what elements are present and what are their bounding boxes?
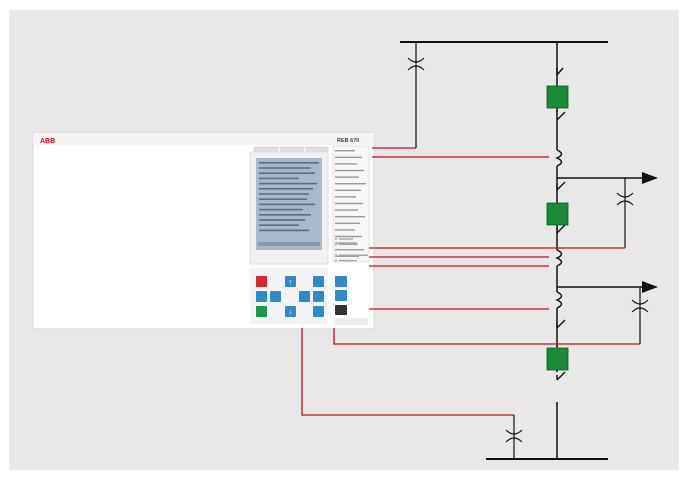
lcd-text-line (259, 214, 311, 216)
reset-key[interactable] (335, 276, 347, 287)
ied-device: ABB REB 670 ↑ ↓ (32, 132, 375, 330)
disconnector-3 (556, 181, 566, 191)
indicator-label (335, 222, 360, 224)
led-label (339, 259, 357, 262)
lcd-text-line (259, 177, 299, 180)
up-arrow-icon: ↑ (289, 279, 293, 286)
disconnector-5 (556, 319, 566, 329)
lcd-text-line (259, 193, 309, 195)
indicator-label (335, 183, 366, 185)
indicator-label (335, 196, 356, 198)
secondary-wiring (301, 147, 640, 416)
brand-logo: ABB (40, 138, 55, 145)
voltage-transformer-4 (505, 429, 523, 443)
lcd-text-line (259, 203, 315, 206)
tab-button-3[interactable] (305, 146, 329, 153)
indicator-label (335, 169, 364, 172)
disconnector-4 (556, 224, 566, 234)
circuit-breaker-2 (546, 202, 569, 226)
circuit-breaker-1 (546, 85, 569, 109)
voltage-transformer-3 (631, 299, 649, 313)
lcd-text-line (259, 224, 299, 226)
disconnector-6 (556, 371, 566, 381)
lcd-status-bar (258, 242, 320, 246)
disconnector-1 (556, 67, 564, 76)
lcd-text-line (259, 219, 305, 221)
current-transformer-2 (555, 249, 563, 267)
wire-feeder-2-vt (333, 328, 640, 345)
indicator-label (335, 209, 358, 211)
model-label: REB 670 (337, 138, 359, 144)
indicator-label (335, 229, 355, 231)
circuit-breaker-3 (546, 347, 569, 371)
left-arrow-key[interactable] (270, 291, 281, 302)
menu-key[interactable] (256, 291, 267, 302)
led-indicator (334, 259, 338, 262)
led-indicator (334, 253, 338, 257)
current-transformer-3 (555, 291, 563, 309)
lcd-text-line (259, 167, 311, 169)
indicator-label (335, 189, 361, 191)
indicator-label (335, 235, 362, 238)
down-arrow-key[interactable] (285, 306, 296, 317)
port-label (334, 318, 368, 325)
voltage-transformer-1 (407, 57, 425, 71)
led-indicators (334, 237, 368, 262)
tab-button-1[interactable] (253, 146, 279, 153)
enter-key[interactable] (256, 306, 267, 317)
lcd-text-line (259, 172, 315, 174)
clear-key[interactable] (256, 276, 267, 287)
up-arrow-key[interactable] (285, 276, 296, 287)
lcd-text-lines (259, 162, 319, 232)
wire-lower-bus-vt (301, 328, 514, 416)
voltage-transformer-2 (616, 192, 634, 206)
help-key[interactable] (335, 290, 347, 301)
indicator-label-rows (335, 150, 366, 257)
led-indicator (334, 243, 338, 246)
tab-button-2[interactable] (279, 146, 305, 153)
single-line-diagram (400, 41, 658, 460)
device-top-strip (33, 133, 374, 145)
led-indicator (334, 237, 338, 241)
lcd-text-line (259, 162, 319, 164)
indicator-label (335, 255, 359, 257)
function-key-2[interactable] (313, 291, 324, 302)
indicator-label (335, 242, 357, 244)
function-key-3[interactable] (313, 306, 324, 317)
feeder-1-arrow-icon (642, 172, 658, 184)
indicator-label (335, 176, 359, 178)
lcd-text-line (259, 229, 309, 232)
lcd-text-line (259, 188, 313, 190)
indicator-label (335, 156, 362, 158)
indicator-label (335, 216, 365, 218)
led-label (339, 249, 363, 251)
indicator-label (335, 163, 357, 165)
lcd-text-line (259, 182, 317, 185)
lcd-text-line (259, 208, 303, 211)
led-label (339, 243, 358, 246)
lcd-text-line (259, 198, 307, 200)
led-indicator (334, 248, 338, 252)
right-arrow-key[interactable] (299, 291, 310, 302)
disconnector-2 (556, 111, 566, 121)
led-label (339, 238, 353, 240)
function-key-1[interactable] (313, 276, 324, 287)
feeder-2-arrow-icon (642, 281, 658, 293)
ethernet-port[interactable] (335, 305, 347, 315)
current-transformer-1 (555, 149, 563, 167)
led-label (339, 254, 368, 256)
down-arrow-icon: ↓ (289, 309, 293, 316)
indicator-label (335, 202, 363, 205)
indicator-label (335, 150, 355, 152)
